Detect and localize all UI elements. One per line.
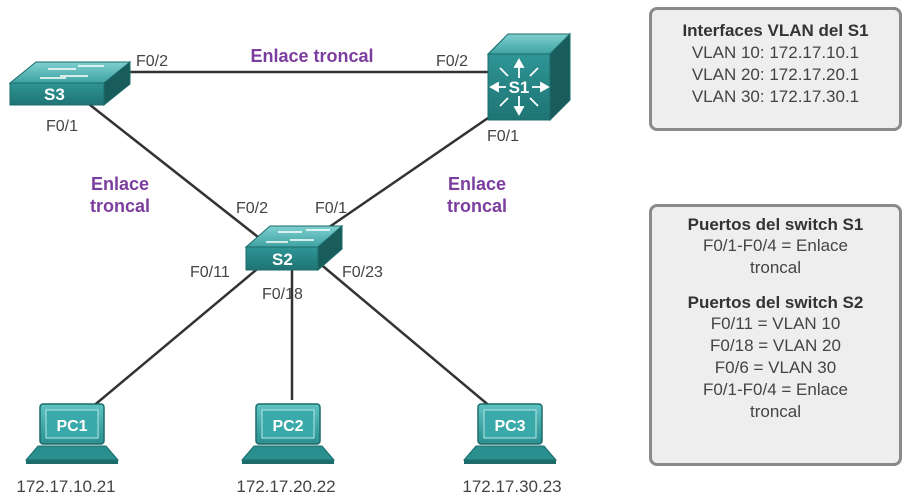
trunk-label-left-line1: Enlace bbox=[91, 174, 149, 194]
switch-s1-label: S1 bbox=[509, 78, 530, 97]
s1-ports-title: Puertos del switch S1 bbox=[687, 215, 864, 234]
switch-arrows-icon bbox=[40, 65, 104, 79]
link-s3-s2 bbox=[84, 100, 259, 238]
switch-s3[interactable]: S3 bbox=[8, 60, 132, 107]
s2-ports-line-2: F0/18 = VLAN 20 bbox=[710, 336, 841, 355]
trunk-label-top: Enlace troncal bbox=[250, 46, 373, 66]
link-s2-pc1 bbox=[84, 264, 263, 414]
link-s1-s2 bbox=[321, 116, 489, 234]
trunk-label-left-line2: troncal bbox=[90, 196, 150, 216]
switch-s1[interactable]: S1 bbox=[486, 32, 572, 122]
switch-s2-label: S2 bbox=[272, 250, 293, 269]
pc1[interactable]: PC1 bbox=[24, 403, 120, 464]
pc1-ip: 172.17.10.21 bbox=[16, 477, 115, 496]
s1-port-f01: F0/1 bbox=[487, 128, 519, 145]
s2-ports-line-3: F0/6 = VLAN 30 bbox=[714, 358, 837, 377]
s1-vlan10-line: VLAN 10: 172.17.10.1 bbox=[691, 43, 860, 62]
s2-port-f011: F0/11 bbox=[190, 264, 230, 281]
pc2-label: PC2 bbox=[272, 418, 303, 435]
switch-s2[interactable]: S2 bbox=[244, 224, 344, 272]
s1-ports-line-1: F0/1-F0/4 = Enlace bbox=[702, 236, 849, 255]
s1-port-f02: F0/2 bbox=[436, 53, 468, 70]
pc3-ip: 172.17.30.23 bbox=[462, 477, 561, 496]
s3-port-f01: F0/1 bbox=[46, 118, 78, 135]
pc2[interactable]: PC2 bbox=[240, 403, 336, 464]
multilayer-arrows-icon bbox=[489, 58, 550, 116]
trunk-label-right-line1: Enlace bbox=[448, 174, 506, 194]
switch-s3-label: S3 bbox=[44, 85, 65, 104]
s2-ports-line-5: troncal bbox=[749, 402, 802, 421]
pc3[interactable]: PC3 bbox=[462, 403, 558, 464]
s1-ports-line-2: troncal bbox=[749, 258, 802, 277]
s3-port-f02: F0/2 bbox=[136, 53, 168, 70]
switch-arrows-icon bbox=[266, 229, 330, 243]
s2-ports-line-4: F0/1-F0/4 = Enlace bbox=[702, 380, 849, 399]
pc1-label: PC1 bbox=[56, 418, 87, 435]
switch-ports-box: Puertos del switch S1 F0/1-F0/4 = Enlace… bbox=[649, 204, 902, 466]
s2-ports-title: Puertos del switch S2 bbox=[687, 293, 864, 312]
s1-vlan30-line: VLAN 30: 172.17.30.1 bbox=[691, 87, 860, 106]
s2-port-f023: F0/23 bbox=[342, 264, 383, 281]
trunk-label-right-line2: troncal bbox=[447, 196, 507, 216]
s2-ports-line-1: F0/11 = VLAN 10 bbox=[710, 314, 841, 333]
pc2-ip: 172.17.20.22 bbox=[236, 477, 335, 496]
pc3-label: PC3 bbox=[494, 418, 525, 435]
s1-vlan-interfaces-box: Interfaces VLAN del S1 VLAN 10: 172.17.1… bbox=[649, 7, 902, 131]
s2-port-f01: F0/1 bbox=[315, 200, 347, 217]
s1-vlan-interfaces-title: Interfaces VLAN del S1 bbox=[682, 21, 869, 40]
s2-port-f02: F0/2 bbox=[236, 200, 268, 217]
s2-port-f018: F0/18 bbox=[262, 286, 303, 303]
link-s2-pc3 bbox=[317, 261, 493, 409]
s1-vlan20-line: VLAN 20: 172.17.20.1 bbox=[691, 65, 860, 84]
